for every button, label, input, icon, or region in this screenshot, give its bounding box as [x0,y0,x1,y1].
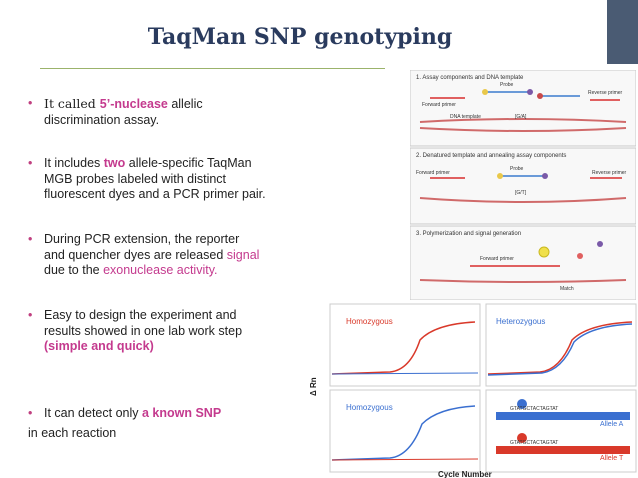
panel-3-label: 3. Polymerization and signal generation [416,231,521,237]
bullet-2-emphasis: two [103,156,126,170]
y-axis-label: Δ Rn [310,377,318,396]
bullet-5-line2: in each reaction [28,426,117,440]
bullet-2-text: It includes [44,156,104,170]
probe-label-2: Probe [510,166,524,172]
bullet-4-line2: results showed in one lab work step [44,323,243,338]
panel-1-label: 1. Assay components and DNA template [416,75,524,81]
bullet-3-exonuclease: exonuclease activity. [103,263,218,277]
quencher-1 [527,89,533,95]
bullet-3-signal: signal [226,247,260,262]
panel-1-frame [410,70,636,147]
dna-template-strand-1b [419,127,627,132]
bullet-1-text: It called [44,96,100,111]
quencher-3 [542,173,548,179]
dna-template-label: DNA template [450,114,481,120]
allele-t-probe-dye [517,433,527,443]
bullet-1-text-tail: allelic [167,97,203,111]
homozygous-label-1: Homozygous [346,317,393,326]
heterozygous-label: Heterozygous [496,317,545,326]
x-axis-label: Cycle Number [438,470,492,478]
bullet-2-line2: MGB probes labeled with distinct [44,171,227,186]
seq-t: GTATGCTACTAGTAT [510,440,558,446]
bullet-2-line3: fluorescent dyes and a PCR primer pair. [44,187,266,201]
quencher-released [597,241,603,247]
taqman-mechanism-diagram: 1. Assay components and DNA template For… [410,70,636,300]
reverse-primer-label-1: Reverse primer [588,90,623,96]
dna-template-strand-3 [419,279,627,283]
bullet-5-text: It can detect only [44,406,142,420]
released-reporter [538,246,550,258]
blue-amplification-curve [331,405,476,461]
allele-a-label: Allele A [600,421,624,428]
slide-title: TaqMan SNP genotyping [147,24,453,50]
forward-primer-label-1: Forward primer [422,102,456,108]
bullet-dot: • [28,156,33,170]
probe-label-1: Probe [500,82,514,88]
panel-2-frame [410,147,636,225]
plot-heterozygous [485,303,637,387]
panel-2-label: 2. Denatured template and annealing assa… [416,153,566,159]
allele-t-label: Allele T [600,455,624,462]
bullet-4-text: Easy to design the experiment and [44,308,237,322]
amplification-plots: Homozygous Heterozygous Homozygous GTATG… [310,303,637,478]
bullet-dot: • [28,308,33,322]
allele-t-bar [496,446,630,454]
bullet-5-emphasis: a known SNP [141,406,222,420]
bullet-3-line2: and quencher dyes are released [44,247,227,262]
homozygous-label-2: Homozygous [346,403,393,412]
panel-3-frame [410,225,636,300]
allele-label-1: [G/A] [515,114,527,120]
allele-bar-panel [485,389,637,473]
dna-template-strand-2 [419,197,627,203]
bullet-2-text-tail: allele-specific TaqMan [125,156,252,170]
bullet-dot: • [28,96,33,110]
bullet-3-line3: due to the [44,263,104,277]
title-underline [40,68,385,69]
forward-primer-label-2: Forward primer [416,170,450,176]
seq-a: GTATGCTACTAGTAT [510,406,558,412]
allele-a-probe-dye [517,399,527,409]
dna-template-strand-1a [419,118,627,123]
match-label: Match [560,286,574,292]
cleaved-probe-fragment [577,253,583,259]
blue-baseline [331,372,479,375]
allele-label-2: [G/T] [515,190,527,196]
reporter-dye-3 [497,173,503,179]
forward-primer-label-3: Forward primer [480,256,514,262]
reporter-dye-2 [537,93,543,99]
bullet-dot: • [28,232,33,246]
bullet-1-emphasis: 5’-nuclease [99,97,168,111]
bullet-dot: • [28,406,33,420]
hetero-blue-curve [487,323,633,376]
hetero-red-curve [487,321,633,375]
plot-homozygous-blue [329,389,481,473]
bullet-1-line2: discrimination assay. [44,112,160,127]
bullet-4-emphasis: (simple and quick) [44,339,154,353]
bullet-3-text: During PCR extension, the reporter [44,232,240,246]
red-amplification-curve [331,321,476,375]
reporter-dye-1 [482,89,488,95]
corner-block [607,0,638,64]
red-baseline [331,458,479,461]
allele-a-bar [496,412,630,420]
plot-homozygous-red [329,303,481,387]
reverse-primer-label-2: Reverse primer [592,170,627,176]
